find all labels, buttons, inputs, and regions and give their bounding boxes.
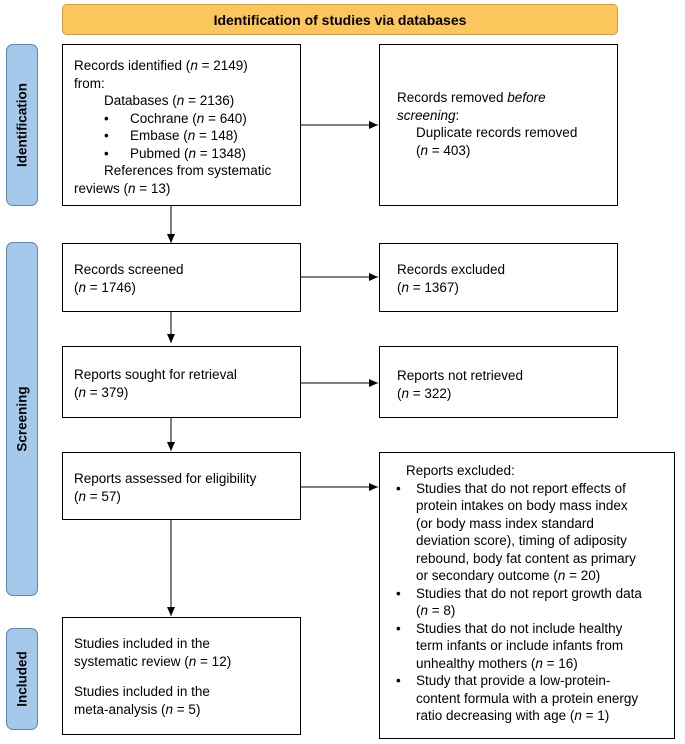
box-studies-included: Studies included in the systematic revie… bbox=[62, 617, 301, 735]
header-title: Identification of studies via databases bbox=[213, 11, 467, 28]
exclusion-reason-growth-data: • Studies that do not report growth data… bbox=[396, 585, 642, 619]
box-reports-excluded: Reports excluded: • Studies that do not … bbox=[379, 452, 675, 739]
phase-included: Included bbox=[6, 628, 38, 730]
box-records-removed: Records removed before screening: Duplic… bbox=[379, 44, 618, 206]
header-banner: Identification of studies via databases bbox=[62, 4, 618, 35]
database-item-cochrane: •Cochrane (n = 640) bbox=[104, 110, 247, 126]
box-reports-sought: Reports sought for retrieval (n = 379) bbox=[62, 346, 301, 418]
phase-screening: Screening bbox=[6, 242, 38, 596]
phase-identification: Identification bbox=[6, 44, 38, 206]
exclusion-reason-formula: • Study that provide a low-protein- cont… bbox=[396, 673, 639, 723]
box-records-screened: Records screened (n = 1746) bbox=[62, 243, 301, 312]
box-records-excluded: Records excluded (n = 1367) bbox=[379, 243, 618, 312]
exclusion-reason-outcome: • Studies that do not report effects of … bbox=[396, 480, 636, 584]
box-reports-not-retrieved: Reports not retrieved (n = 322) bbox=[379, 346, 618, 418]
exclusion-reason-healthy-infants: • Studies that do not include healthy te… bbox=[396, 620, 624, 671]
box-reports-assessed: Reports assessed for eligibility (n = 57… bbox=[62, 452, 301, 520]
database-item-pubmed: •Pubmed (n = 1348) bbox=[104, 145, 246, 161]
database-item-embase: •Embase (n = 148) bbox=[104, 128, 238, 143]
box-records-identified: Records identified (n = 2149) from: Data… bbox=[62, 44, 301, 206]
